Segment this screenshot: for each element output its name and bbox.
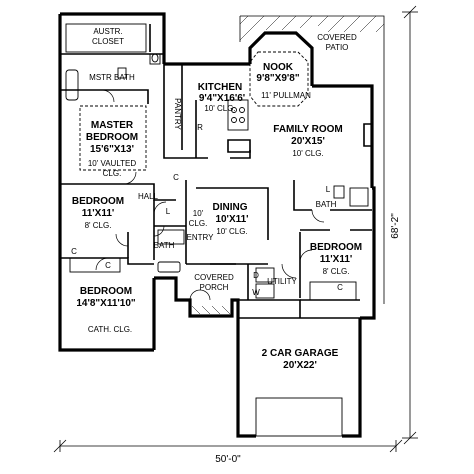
- garage-label: 2 CAR GARAGE: [262, 348, 339, 359]
- dryer-symbol: D: [253, 271, 259, 280]
- nook-ceiling: 11' PULLMAN: [261, 91, 311, 100]
- bedroom3-size: 14'8"X11'10": [76, 298, 136, 309]
- burner: [231, 117, 237, 123]
- range-symbol: R: [197, 123, 203, 132]
- garage-door[interactable]: [255, 397, 343, 437]
- kitchen-label: KITCHEN: [198, 82, 242, 93]
- width-dimension: 50'-0": [215, 454, 241, 465]
- family-room-label: FAMILY ROOM: [273, 124, 342, 135]
- linen-closet-symbol: L: [166, 207, 171, 216]
- nook-label: NOOK: [263, 62, 294, 73]
- porch-label-line2: PORCH: [200, 283, 229, 292]
- entry-label: ENTRY: [187, 233, 215, 242]
- dining-label: DINING: [213, 202, 248, 213]
- bath-left-tub: [157, 229, 185, 245]
- master-bath-label: MSTR BATH: [89, 73, 135, 82]
- patio-outline: [239, 15, 385, 304]
- patio-label-line1: COVERED: [317, 33, 357, 42]
- burner: [239, 107, 245, 113]
- family-room-size: 20'X15': [291, 136, 325, 147]
- bath-right-linen-symbol: L: [326, 185, 331, 194]
- family-room-ceiling: 10' CLG.: [292, 149, 323, 158]
- bedroom3-closet-symbol: C: [105, 261, 111, 270]
- burner: [239, 117, 245, 123]
- master-bedroom-label-line2: BEDROOM: [86, 132, 138, 143]
- patio-label-line2: PATIO: [326, 43, 349, 52]
- patio-hatching: [239, 15, 385, 41]
- bedroom4-label: BEDROOM: [310, 242, 362, 253]
- master-bedroom-ceiling-clg: CLG.: [103, 169, 122, 178]
- bedroom3-ceiling: CATH. CLG.: [88, 325, 132, 334]
- entry-ceiling-line2: CLG.: [189, 219, 208, 228]
- garage-size: 20'X22': [283, 360, 317, 371]
- bedroom4-closet-symbol: C: [337, 283, 343, 292]
- washer-box: [255, 283, 275, 299]
- bath-left-vanity: [157, 261, 181, 273]
- fixtures: [65, 23, 369, 437]
- bath-right-label: BATH: [316, 200, 337, 209]
- hall-label: HALL: [138, 192, 159, 201]
- bedroom2-label: BEDROOM: [72, 196, 124, 207]
- bedroom4-size: 11'X11': [320, 254, 353, 265]
- bedroom2-ceiling: 8' CLG.: [85, 221, 112, 230]
- bedroom3-closet: [69, 257, 121, 273]
- master-bedroom-label-line1: MASTER: [91, 120, 134, 131]
- kitchen-ceiling: 10' CLG.: [204, 104, 235, 113]
- washer-symbol: W: [252, 288, 260, 297]
- porch-hatching: [191, 305, 231, 315]
- door-swings: [95, 89, 325, 301]
- bedroom4-ceiling: 8' CLG.: [323, 267, 350, 276]
- nook-ceiling-outline: [249, 51, 309, 107]
- master-bedroom-size: 15'6"X13': [90, 144, 134, 155]
- closet-shelving: [65, 23, 147, 53]
- porch-label-line1: COVERED: [194, 273, 234, 282]
- bedroom3-label: BEDROOM: [80, 286, 132, 297]
- master-sink: [117, 67, 127, 79]
- dining-size: 10'X11': [215, 214, 248, 225]
- pantry-label: PANTRY: [173, 98, 182, 130]
- bath-right-sink: [349, 187, 369, 207]
- bath-right-toilet: [333, 185, 345, 199]
- vaulted-ceiling-outline: [79, 105, 147, 171]
- burner: [231, 107, 237, 113]
- closet-label-line2: CLOSET: [92, 37, 124, 46]
- exterior-walls: [58, 12, 376, 438]
- dryer-box: [255, 267, 275, 283]
- bedroom4-closet: [309, 281, 357, 301]
- master-tub: [65, 69, 79, 101]
- dining-ceiling: 10' CLG.: [216, 227, 247, 236]
- utility-label: UTILITY: [267, 277, 297, 286]
- entry-ceiling-line1: 10': [193, 209, 204, 218]
- nook-size: 9'8"X9'8": [256, 73, 299, 84]
- bedroom2-closet-symbol: C: [71, 247, 77, 256]
- closet-label-line1: AUSTR.: [93, 27, 122, 36]
- master-toilet: [149, 53, 161, 65]
- kitchen-range: [227, 99, 249, 131]
- dimension-lines: [53, 5, 418, 453]
- hall-closet-symbol: C: [173, 173, 179, 182]
- depth-dimension: 68'-2": [390, 213, 401, 239]
- master-bedroom-ceiling: 10' VAULTED: [88, 159, 137, 168]
- kitchen-size: 9'4"X16'6': [199, 93, 245, 104]
- bath-left-label: BATH: [154, 241, 175, 250]
- toilet-bowl: [151, 53, 159, 63]
- bedroom2-size: 11'X11': [82, 208, 115, 219]
